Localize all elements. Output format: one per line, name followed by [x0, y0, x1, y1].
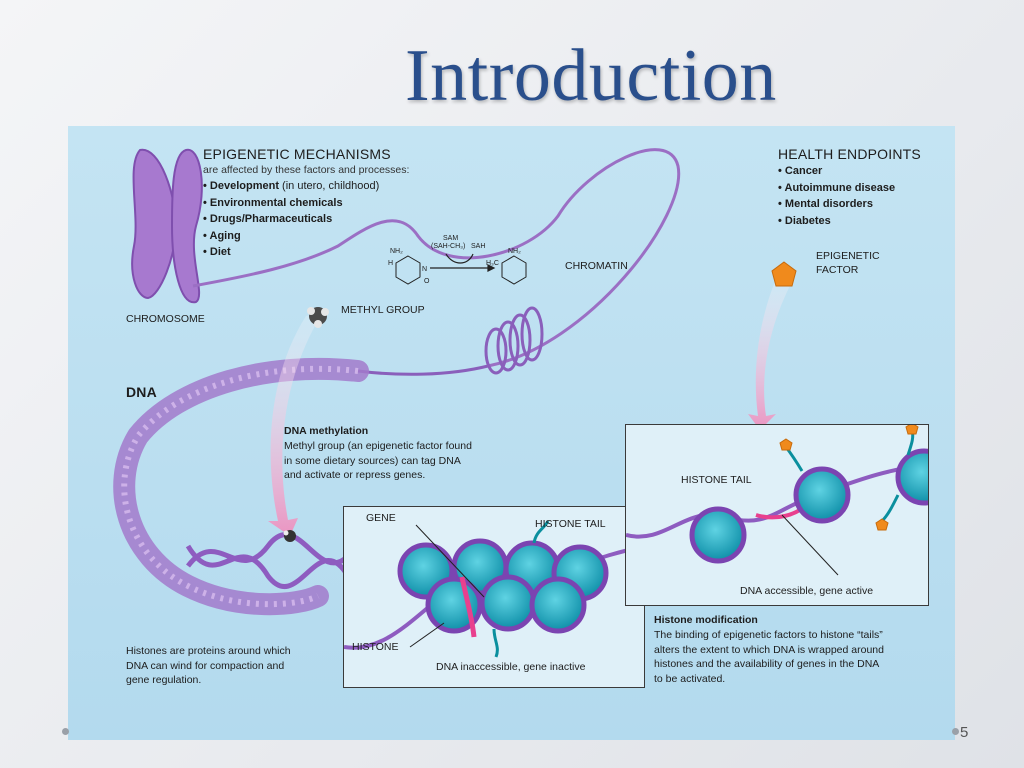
chromatin-fiber	[113, 357, 369, 616]
histone-label: HISTONE	[352, 641, 399, 653]
mechanisms-list: Development (in utero, childhood) Enviro…	[203, 178, 380, 261]
methylcytosine-ring-icon	[501, 255, 527, 285]
methyl-group-label: METHYL GROUP	[341, 304, 425, 316]
health-item: Mental disorders	[778, 196, 895, 213]
mechanism-item: Aging	[203, 228, 379, 245]
histone-inactive-inset	[343, 506, 645, 688]
mechanism-item: Environmental chemicals	[203, 195, 379, 212]
mechanism-item: Drugs/Pharmaceuticals	[203, 211, 379, 228]
epigenetic-factor-icon	[771, 261, 797, 287]
nh2-left-label: NH₂	[390, 248, 403, 255]
slide-decor-dot	[62, 728, 69, 735]
h-label: H	[388, 260, 394, 267]
histone-active-inset	[625, 424, 929, 606]
histone-modification-text: The binding of epigenetic factors to his…	[654, 629, 884, 685]
histones-note: Histones are proteins around which DNA c…	[126, 645, 291, 686]
slide-decor-dot	[952, 728, 959, 735]
sam-label: SAM	[443, 235, 459, 242]
epigenetic-factor-label-1: EPIGENETIC	[816, 250, 880, 262]
methyl-arrow	[268, 311, 323, 536]
mechanism-item: Development (in utero, childhood)	[203, 178, 379, 195]
o-label: O	[424, 278, 430, 285]
chromatin-coil	[357, 306, 544, 376]
health-item: Cancer	[778, 163, 895, 180]
slide-title: Introduction	[405, 35, 777, 117]
mechanism-item: Diet	[203, 244, 379, 261]
methyl-group-icon	[307, 307, 329, 328]
factor-arrow	[748, 274, 794, 430]
chromosome-label: CHROMOSOME	[126, 313, 205, 325]
epigenetics-diagram: EPIGENETIC MECHANISMS are affected by th…	[68, 126, 955, 740]
cytosine-ring-icon	[395, 255, 421, 285]
dna-methylation-text: Methyl group (an epigenetic factor found…	[284, 440, 472, 481]
chromatin-label: CHROMATIN	[565, 260, 628, 272]
nh2-right-label: NH₂	[508, 248, 521, 255]
dna-inaccessible-label: DNA inaccessible, gene inactive	[436, 661, 586, 673]
mechanisms-subheading: are affected by these factors and proces…	[203, 164, 410, 176]
health-heading: HEALTH ENDPOINTS	[778, 146, 921, 162]
page-number: 5	[960, 724, 969, 741]
health-item: Diabetes	[778, 213, 895, 230]
sah-label: SAH	[471, 243, 486, 250]
nucleosome-cluster	[344, 520, 644, 658]
dna-methylation-title: DNA methylation	[284, 425, 369, 437]
mechanisms-heading: EPIGENETIC MECHANISMS	[203, 146, 391, 162]
epigenetic-factor-label-2: FACTOR	[816, 264, 859, 276]
n-label: N	[422, 266, 428, 273]
histone-tail-left-label: HISTONE TAIL	[535, 518, 606, 530]
histone-modification-title: Histone modification	[654, 614, 758, 626]
gene-label: GENE	[366, 512, 396, 524]
health-item: Autoimmune disease	[778, 180, 896, 197]
chromosome-shape	[131, 148, 203, 304]
h3c-label: H₃C	[486, 260, 499, 267]
sah-ch3-label: (SAH-CH₃)	[431, 243, 466, 250]
methylation-reaction-arrow	[430, 253, 496, 272]
dna-accessible-label: DNA accessible, gene active	[740, 585, 874, 597]
bound-factor-icons	[779, 425, 919, 531]
open-nucleosomes	[626, 425, 928, 576]
health-list: Cancer Autoimmune disease Mental disorde…	[778, 163, 896, 230]
dna-methyl-tag-icon	[283, 530, 296, 542]
histone-tail-right-label: HISTONE TAIL	[681, 474, 752, 486]
dna-label: DNA	[126, 384, 157, 400]
